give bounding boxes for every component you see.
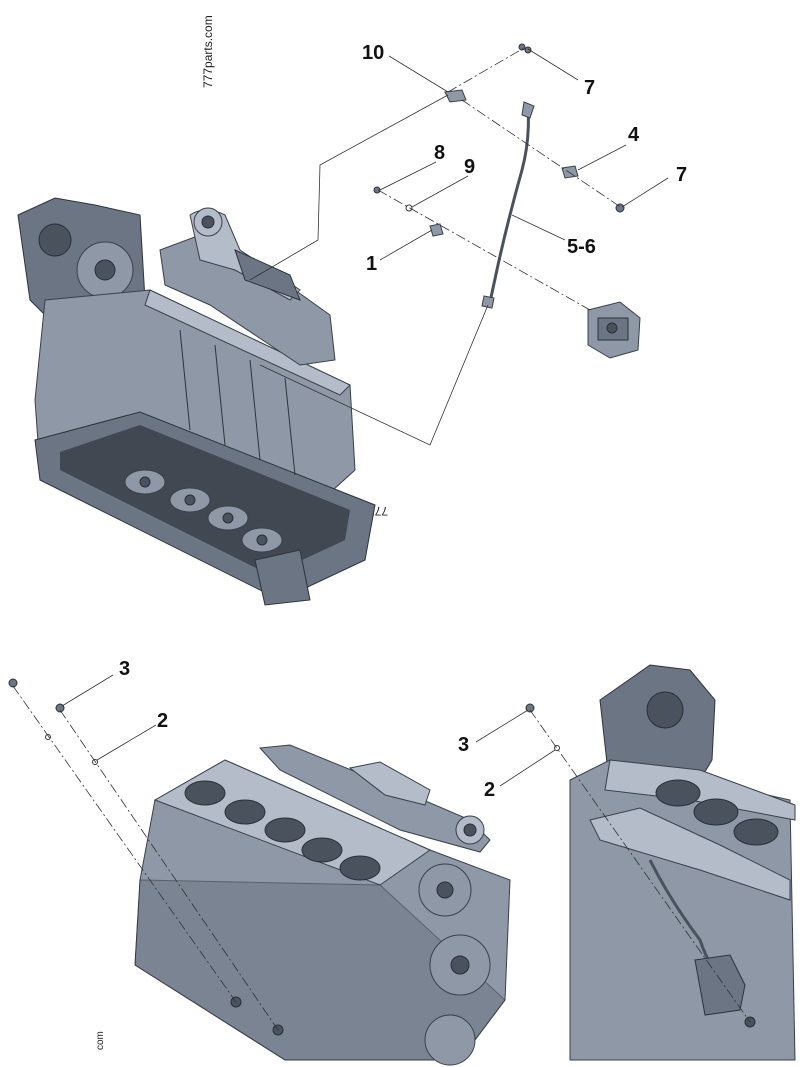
- callout-7-upper: 7: [584, 77, 595, 99]
- cylinder-bores-right: [655, 779, 779, 846]
- leader-lines-bottom-left: [12, 674, 279, 1031]
- engine-block-bottom-left: [134, 744, 511, 1066]
- bolt-part-3-left: [8, 678, 65, 713]
- cylinder-bores: [184, 780, 381, 881]
- washer-part-9: [405, 204, 413, 212]
- watermark-top: 777parts.com: [201, 15, 215, 88]
- callout-2-left: 2: [157, 710, 168, 732]
- watermark-bottom: com: [95, 1031, 106, 1050]
- callout-4: 4: [628, 124, 640, 146]
- callout-2-right: 2: [484, 779, 495, 801]
- callout-1: 1: [366, 253, 377, 275]
- washer-part-2-left: [45, 734, 98, 765]
- bolt-part-8: [373, 186, 381, 194]
- callout-3-right: 3: [458, 734, 469, 756]
- clip-part-4: [561, 165, 579, 179]
- callout-10: 10: [362, 42, 384, 64]
- callout-3-left: 3: [119, 658, 130, 680]
- callout-5-6: 5-6: [567, 236, 596, 258]
- leader-lines-bottom-right: [475, 709, 751, 1023]
- engine-block-bottom-right: [569, 664, 796, 1061]
- engine-block-top-view: [17, 197, 376, 606]
- callout-8: 8: [434, 142, 445, 164]
- pump-assembly-top: [587, 301, 641, 359]
- bearing-caps: [124, 469, 283, 553]
- bolt-part-7-upper: [518, 43, 532, 54]
- clamp-part-1: [429, 223, 444, 237]
- leader-lines-top: [249, 47, 669, 446]
- manifold-top-view: [159, 207, 336, 366]
- bracket-part-10: [444, 89, 467, 103]
- sensor-harness-part-5-6: [481, 101, 535, 309]
- nut-part-7-lower: [615, 203, 625, 213]
- callout-7-lower: 7: [676, 164, 687, 186]
- callout-9: 9: [464, 156, 475, 178]
